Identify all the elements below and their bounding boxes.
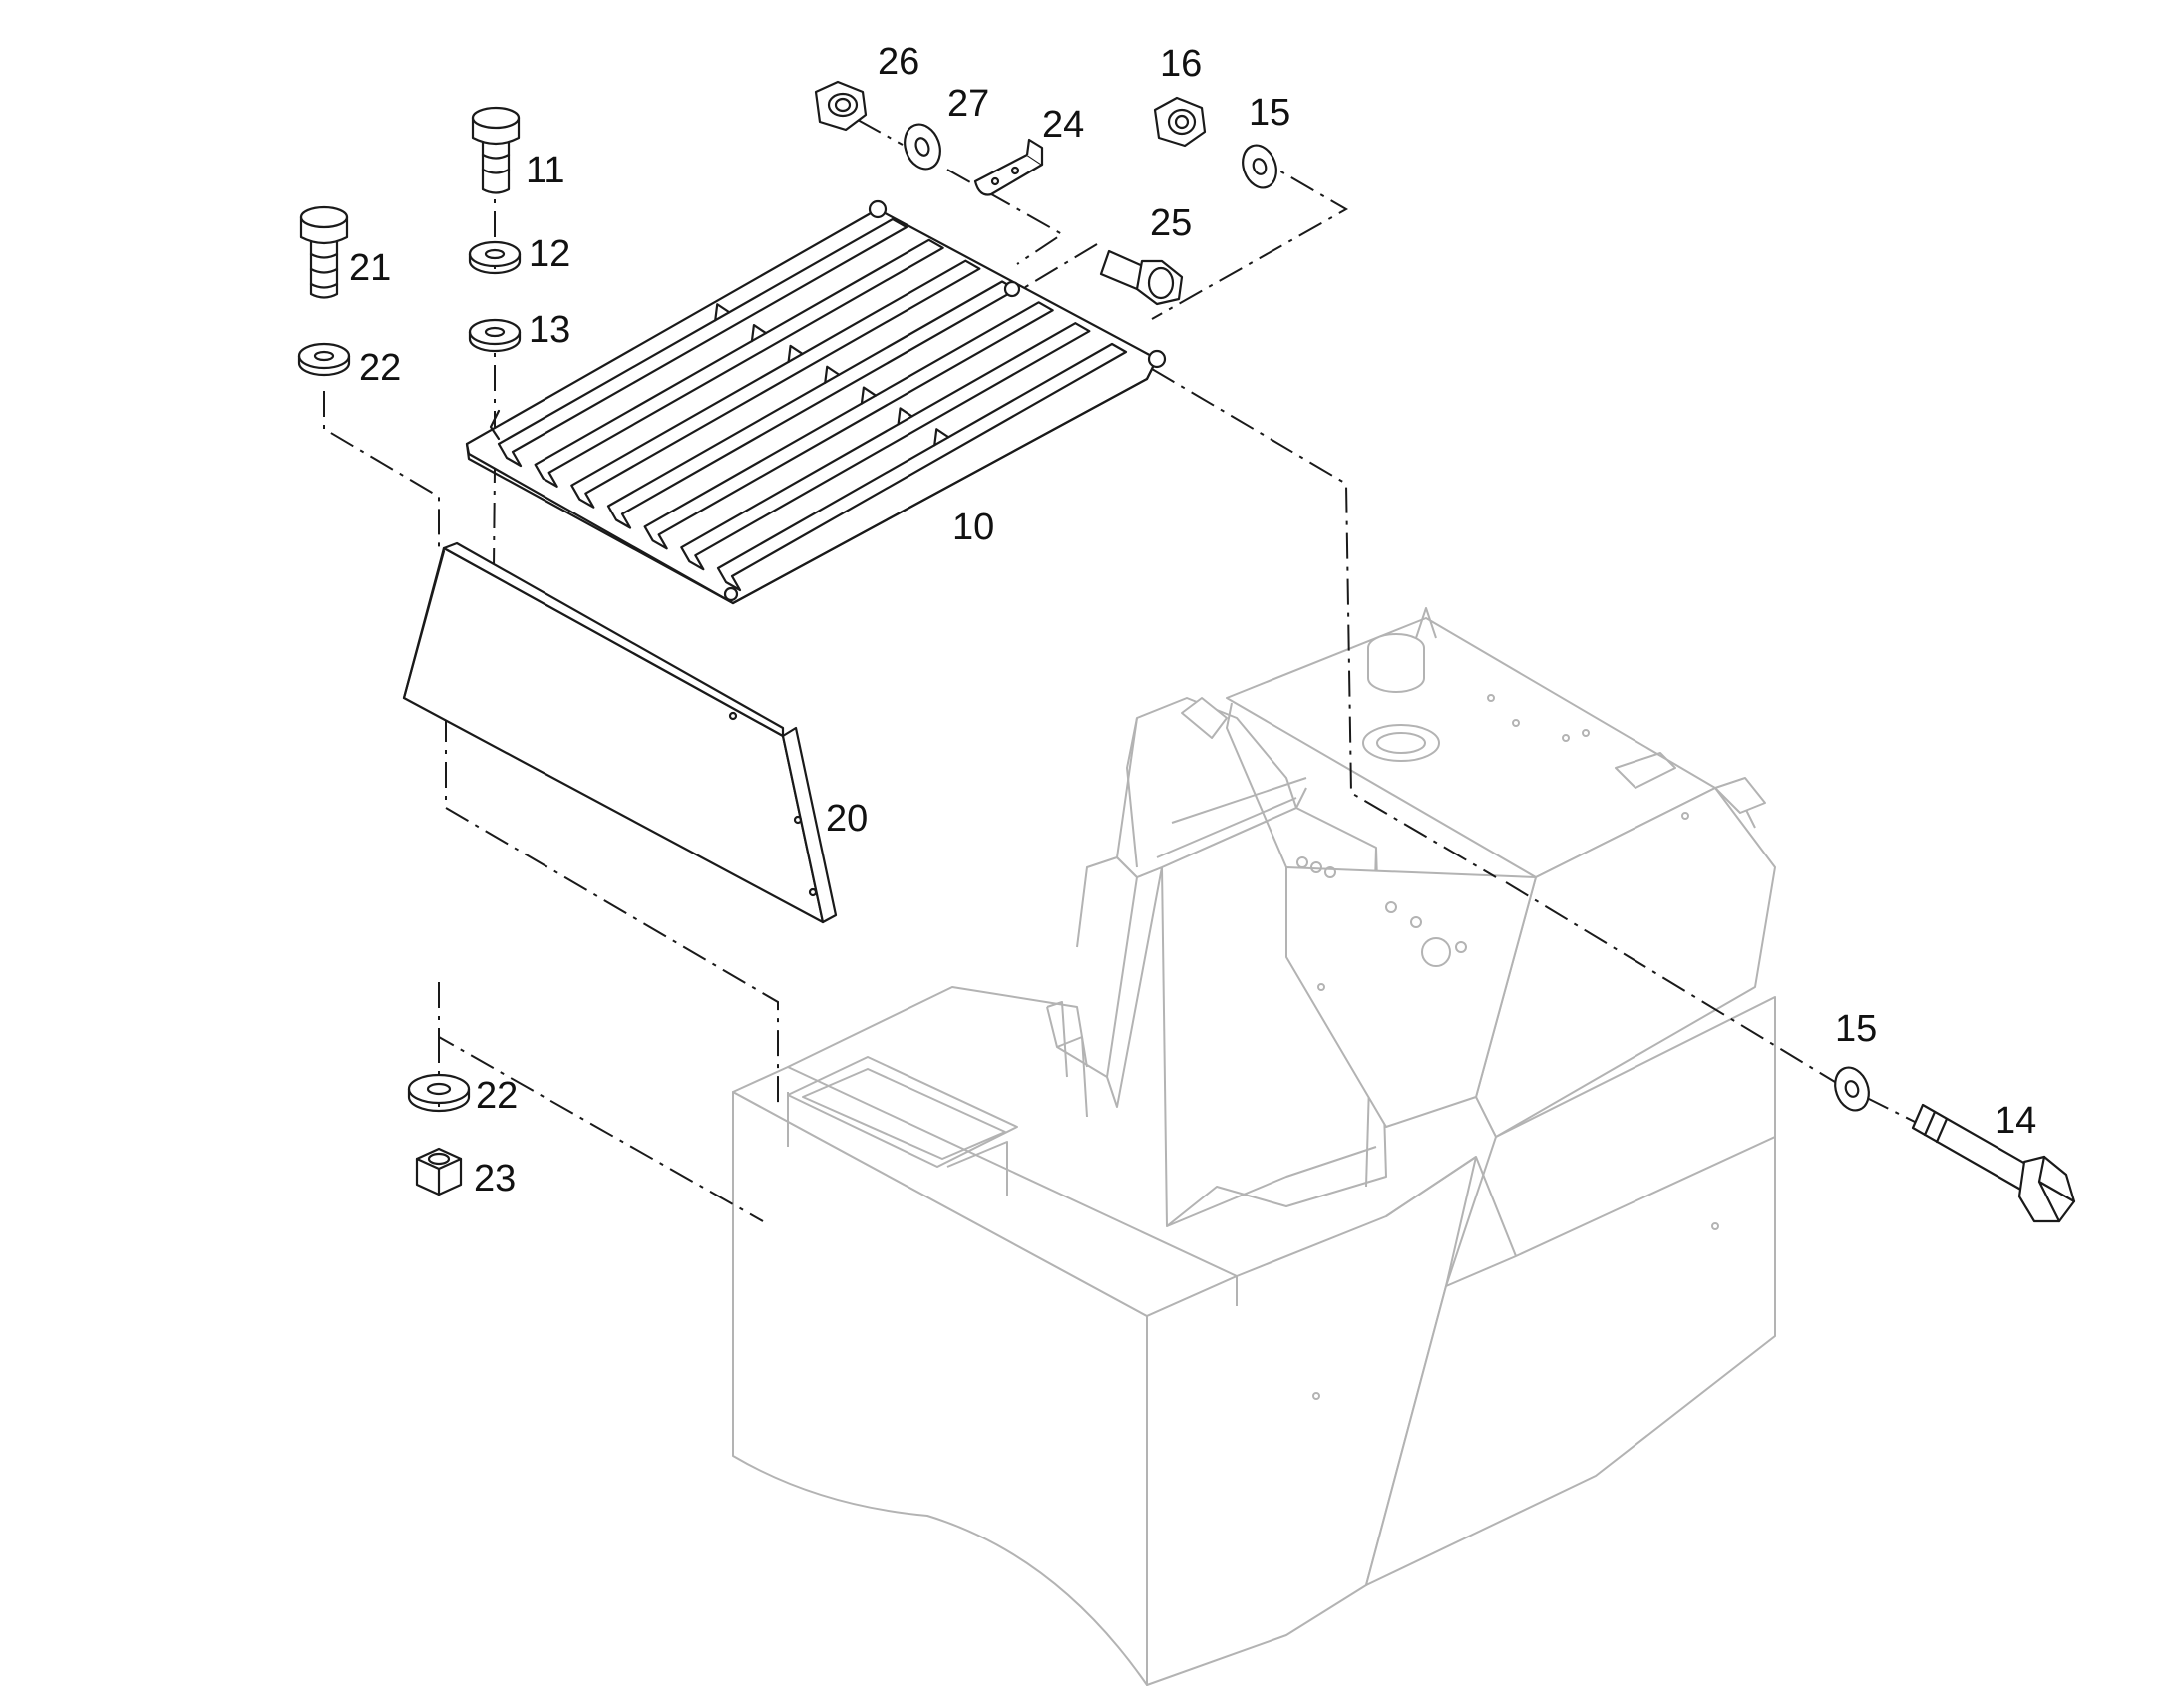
bracket-24 bbox=[973, 138, 1044, 196]
nut-23 bbox=[415, 1147, 463, 1196]
bolt-14 bbox=[1911, 1103, 2076, 1223]
grille-slat bbox=[716, 342, 1128, 592]
grille-slat-notch bbox=[933, 428, 950, 447]
washer-27 bbox=[904, 123, 941, 171]
callout-26: 26 bbox=[878, 41, 920, 83]
grille-slat bbox=[606, 280, 1018, 529]
grille-slat bbox=[534, 238, 944, 488]
callout-21: 21 bbox=[349, 247, 392, 289]
fasteners bbox=[297, 80, 2076, 1223]
base-frame-assembly bbox=[732, 607, 1776, 1686]
bolt-25 bbox=[1099, 249, 1184, 306]
grille-slat-notch bbox=[897, 407, 913, 426]
grille-slat-notch bbox=[824, 365, 841, 384]
grille-slat bbox=[643, 301, 1054, 550]
grille-slat bbox=[680, 322, 1091, 571]
bolt-21 bbox=[299, 205, 349, 299]
callout-13: 13 bbox=[529, 309, 571, 351]
grille-slat-notch bbox=[787, 344, 804, 364]
grille-slat-notch bbox=[714, 303, 731, 322]
washer-12 bbox=[468, 240, 522, 275]
callout-25: 25 bbox=[1150, 202, 1193, 244]
bolt-11 bbox=[471, 106, 521, 194]
callout-22-bottom: 22 bbox=[476, 1075, 519, 1117]
washer-15-right bbox=[1834, 1066, 1870, 1112]
grille-slat-notch bbox=[750, 323, 768, 343]
washer-13 bbox=[468, 318, 522, 353]
grille-slat bbox=[570, 259, 981, 509]
grille-slat bbox=[497, 217, 908, 468]
callout-16: 16 bbox=[1160, 43, 1203, 85]
callout-11: 11 bbox=[526, 150, 565, 191]
callout-12: 12 bbox=[529, 233, 571, 275]
nut-16 bbox=[1153, 96, 1207, 148]
callout-15-right: 15 bbox=[1835, 1008, 1878, 1050]
callout-23: 23 bbox=[474, 1158, 517, 1199]
grille-slat-notch bbox=[860, 386, 878, 405]
washer-22-bottom bbox=[407, 1073, 471, 1113]
callout-27: 27 bbox=[947, 83, 990, 125]
callout-10: 10 bbox=[952, 507, 995, 548]
washer-22-top bbox=[297, 342, 351, 377]
washer-15-top bbox=[1242, 144, 1277, 189]
grille-panel-part bbox=[465, 199, 1167, 605]
callout-15-top: 15 bbox=[1249, 92, 1291, 134]
callout-14: 14 bbox=[1995, 1100, 2037, 1142]
callout-22-top: 22 bbox=[359, 347, 402, 389]
cover-plate-part bbox=[402, 541, 838, 924]
nut-26 bbox=[814, 80, 868, 132]
callout-24: 24 bbox=[1042, 104, 1085, 146]
callout-20: 20 bbox=[826, 798, 869, 840]
